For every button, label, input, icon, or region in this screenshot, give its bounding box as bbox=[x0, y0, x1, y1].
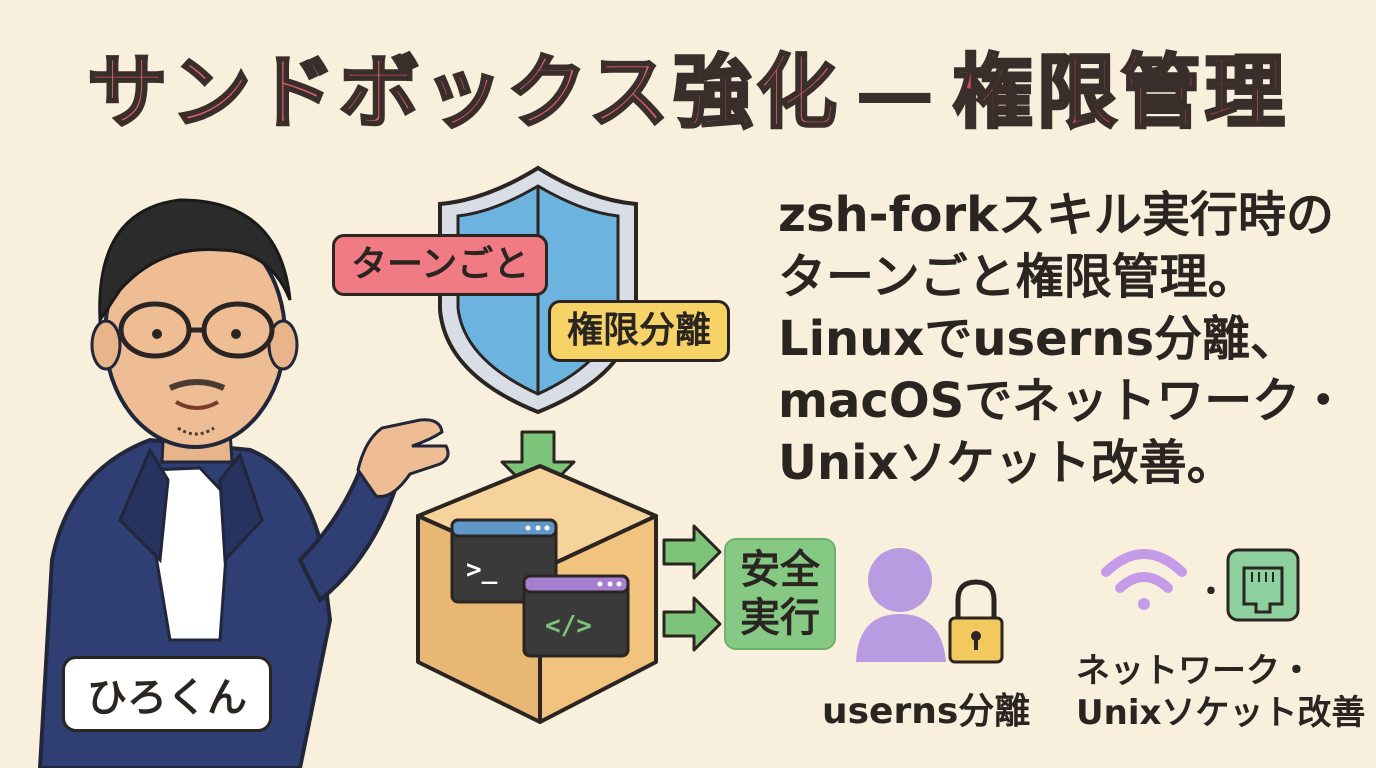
title-main: サンドボックス強化 bbox=[86, 45, 841, 141]
title-dash: — bbox=[854, 46, 939, 139]
right-arrow-icon bbox=[662, 524, 722, 580]
wifi-icon bbox=[1101, 549, 1187, 610]
safe-execution-line1: 安全 bbox=[740, 547, 820, 593]
network-label: ネットワーク・ Unixソケット改善 bbox=[1076, 650, 1365, 734]
presenter-name-bubble: ひろくん bbox=[62, 656, 272, 732]
safe-execution-line2: 実行 bbox=[740, 595, 820, 641]
safe-execution-badge: 安全 実行 bbox=[724, 538, 836, 650]
description-line: ターンごと権限管理。 bbox=[778, 249, 1256, 305]
description-line: zsh-forkスキル実行時の bbox=[778, 187, 1335, 243]
network-label-line1: ネットワーク・ bbox=[1076, 651, 1314, 691]
title-sub: 権限管理 bbox=[951, 45, 1289, 141]
ethernet-socket-icon bbox=[1226, 548, 1300, 622]
description-line: Linuxでuserns分離、 bbox=[778, 311, 1299, 367]
terminal-prompt: >_ bbox=[466, 555, 498, 585]
description-line: Unixソケット改善。 bbox=[778, 435, 1235, 491]
code-window-icon: </> bbox=[522, 574, 630, 658]
user-icon bbox=[856, 548, 946, 662]
userns-label: userns分離 bbox=[822, 691, 1031, 732]
right-arrow-icon bbox=[662, 596, 722, 652]
lock-icon bbox=[948, 579, 1004, 664]
tag-per-turn: ターンごと bbox=[332, 234, 549, 296]
sandbox-box bbox=[416, 464, 658, 724]
network-separator: ・ bbox=[1196, 575, 1226, 610]
page-title: サンドボックス強化—権限管理 bbox=[0, 28, 1376, 144]
code-symbol: </> bbox=[545, 611, 592, 641]
description-line: macOSでネットワーク・ bbox=[778, 373, 1348, 429]
tag-privilege-separation: 権限分離 bbox=[548, 300, 731, 362]
network-label-line2: Unixソケット改善 bbox=[1076, 693, 1366, 733]
description: zsh-forkスキル実行時の ターンごと権限管理。 Linuxでuserns分… bbox=[778, 184, 1368, 494]
